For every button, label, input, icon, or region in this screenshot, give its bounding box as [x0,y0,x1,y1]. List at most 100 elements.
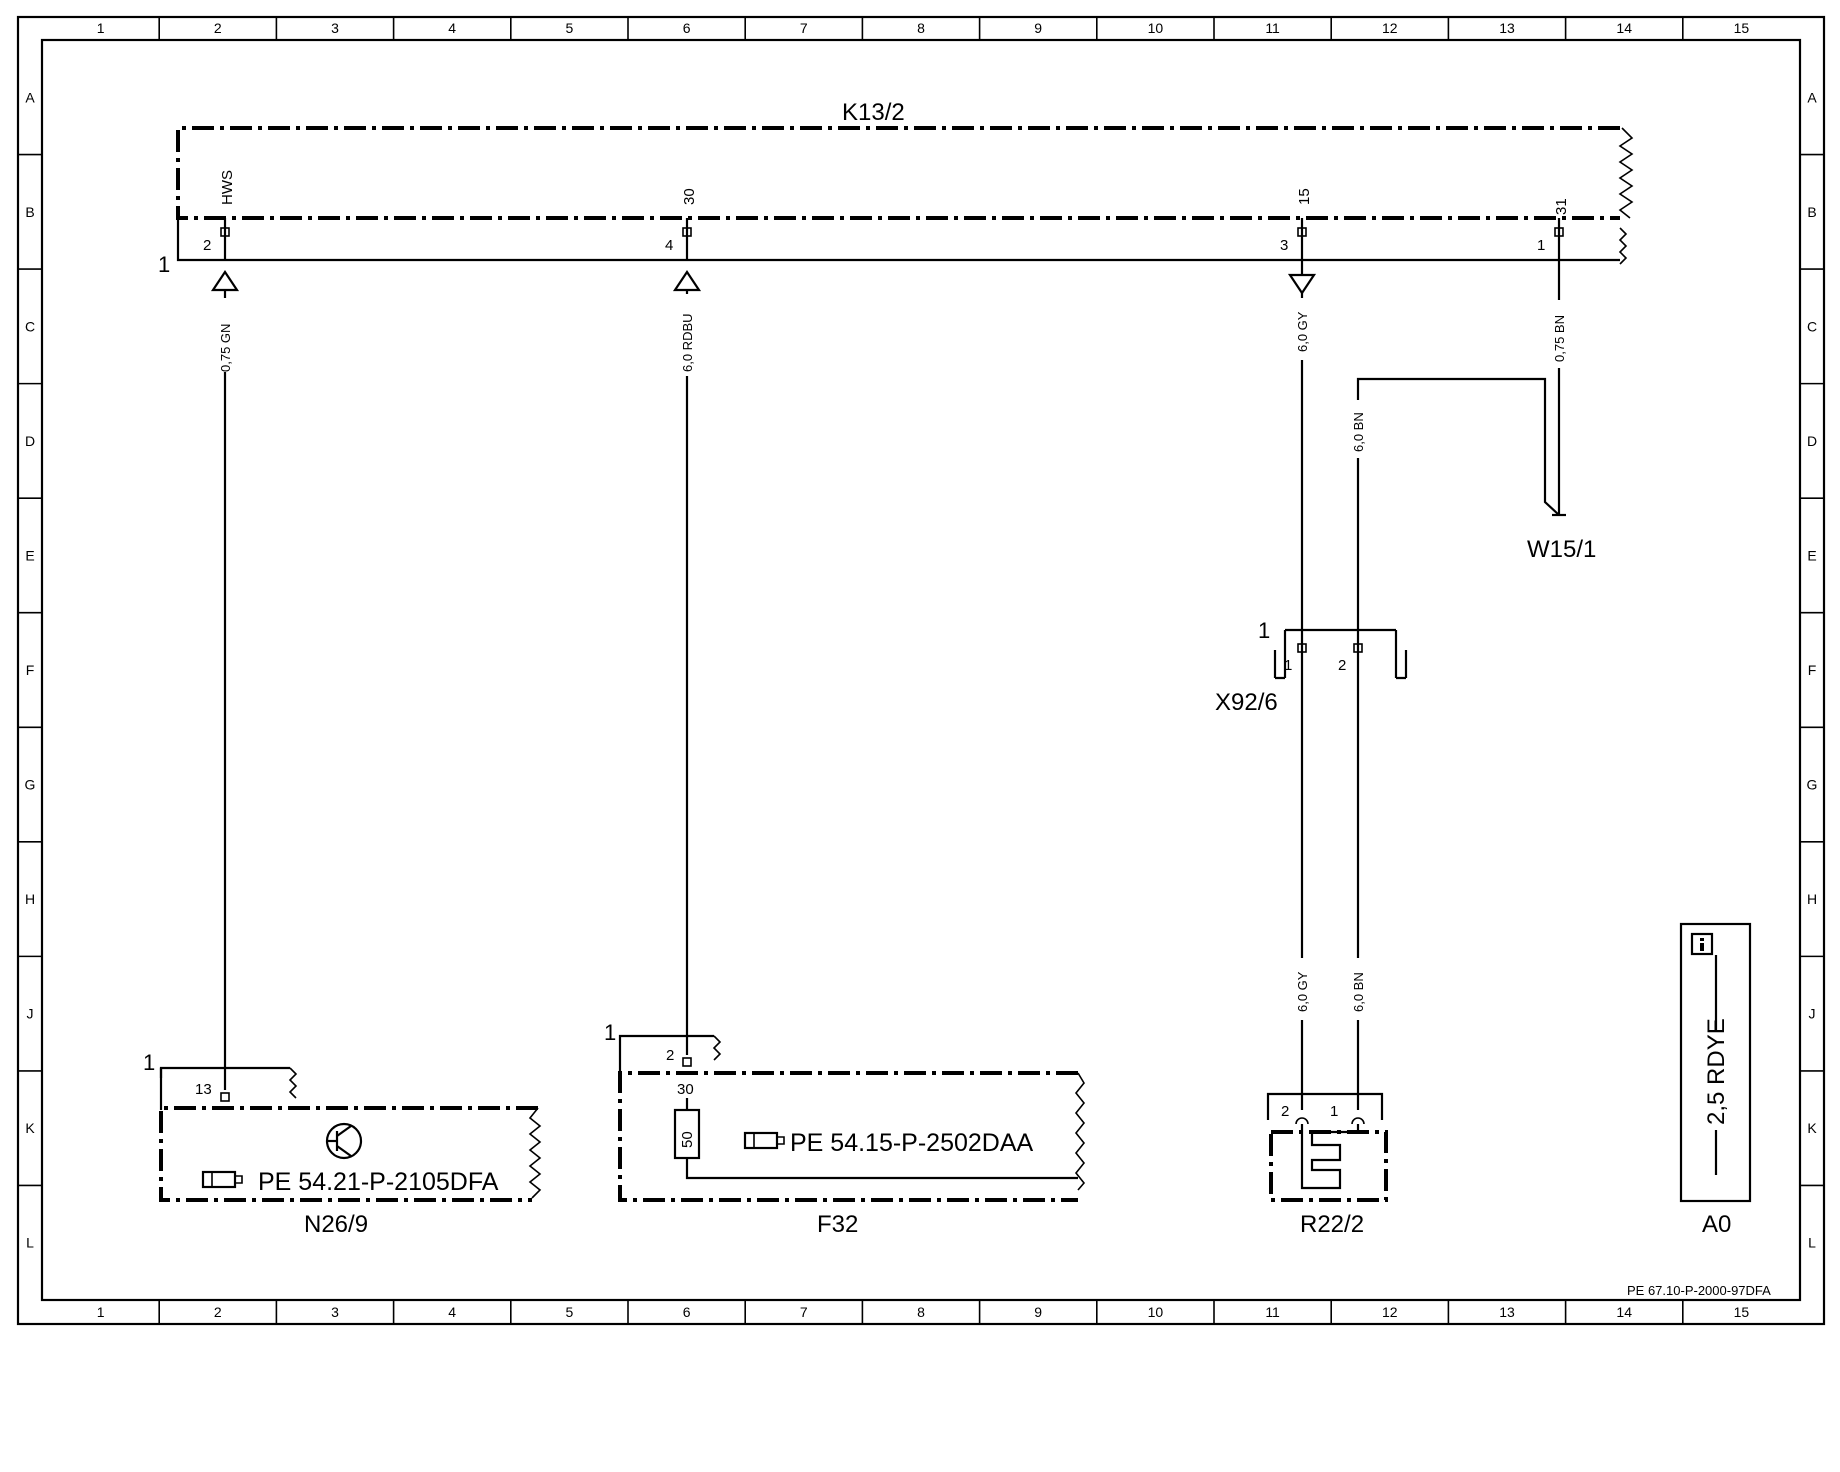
row-label: G [25,777,36,793]
column-label: 4 [448,20,456,36]
a0-label: A0 [1702,1211,1731,1238]
grid-ticks [18,17,1824,1324]
wire-label-hws: 0,75 GN [218,324,233,372]
row-label: B [25,204,34,220]
column-label: 3 [331,20,339,36]
column-label: 15 [1734,20,1750,36]
pointing-hand-icon [743,1131,785,1150]
column-label: 15 [1734,1304,1750,1320]
x92-6-connector-number: 1 [1258,618,1270,643]
arrow-down-icon [1287,273,1317,295]
row-label: G [1807,777,1818,793]
k13-2-label: K13/2 [842,99,905,126]
document-reference: PE 67.10-P-2000-97DFA [1627,1283,1771,1298]
column-label: 8 [917,1304,925,1320]
component-k13-2: K13/2 1 HWS 2 30 4 15 3 31 1 [158,99,1634,277]
column-label: 14 [1616,20,1632,36]
row-label: B [1807,204,1816,220]
wire-label-gy-lower: 6,0 GY [1295,971,1310,1012]
column-label: 6 [683,20,691,36]
k13-2-pin-number-2: 2 [203,237,211,254]
n26-9-connector-number: 1 [143,1050,155,1075]
k13-2-connector-number: 1 [158,252,170,277]
row-label: H [1807,891,1817,907]
r22-2-connector [1266,1092,1384,1120]
f32-pin-2: 2 [666,1047,674,1064]
f32-connector-line [618,1034,714,1072]
column-label: 1 [97,1304,105,1320]
n26-9-label: N26/9 [304,1211,368,1238]
column-label: 4 [448,1304,456,1320]
column-label: 14 [1616,1304,1632,1320]
a0-box [1679,922,1752,1203]
r22-2-outline [1269,1130,1388,1202]
r22-2-pin-2: 2 [1281,1103,1289,1120]
wire-label-30: 6,0 RDBU [680,313,695,372]
info-icon [1690,932,1714,956]
k13-2-terminal-30: 30 [681,188,698,205]
column-label: 7 [800,1304,808,1320]
outer-frame [16,15,1826,1326]
f32-break-edge [1074,1072,1086,1191]
k13-2-terminal-15: 15 [1296,188,1313,205]
column-label: 12 [1382,1304,1398,1320]
x92-6-pin-1: 1 [1284,657,1292,674]
r22-2-pin-1: 1 [1330,1103,1338,1120]
pointing-hand-icon [201,1170,243,1189]
k13-2-pin-number-4: 4 [665,237,673,254]
x92-6-connector [1273,628,1408,680]
heater-element-icon [1300,1124,1360,1190]
column-label: 7 [800,20,808,36]
row-label: E [1807,547,1816,563]
column-label: 8 [917,20,925,36]
f32-fuse-rating: 50 [679,1131,696,1148]
row-label: F [26,662,35,678]
row-label: A [1807,89,1817,105]
row-label: L [26,1235,34,1251]
wire-label-bn-lower: 6,0 BN [1351,972,1366,1012]
wire-bn: 6,0 BN 6,0 BN [1349,377,1560,1110]
column-label: 5 [566,20,574,36]
k13-2-pin-number-3: 3 [1280,237,1288,254]
inner-frame [40,38,1802,1302]
column-label: 11 [1265,20,1280,36]
row-label: H [25,891,35,907]
row-label: K [1807,1120,1817,1136]
f32-label: F32 [817,1211,858,1238]
k13-2-pin-31: 31 1 [1537,198,1570,260]
arrow-up-icon [672,270,702,292]
wire-15: 6,0 GY 6,0 GY [1287,260,1317,1110]
w15-1-label: W15/1 [1527,536,1596,563]
a0-wire-label: 2,5 RDYE [1703,1018,1730,1125]
n26-9-break-edge [528,1107,542,1199]
wire-label-31: 0,75 BN [1552,315,1567,362]
column-label: 13 [1499,20,1515,36]
transistor-icon [325,1122,363,1160]
k13-2-pin-number-1: 1 [1537,237,1545,254]
k13-2-connector-line [176,218,1620,262]
column-label: 12 [1382,20,1398,36]
k13-2-break-edge [1618,127,1634,219]
row-label: K [25,1120,35,1136]
f32-connector-number: 1 [604,1020,616,1045]
row-label: C [1807,318,1817,334]
column-label: 9 [1034,20,1042,36]
x92-6-label: X92/6 [1215,689,1278,716]
k13-2-terminal-31: 31 [1553,198,1570,215]
component-a0: 2,5 RDYE A0 [1679,922,1752,1238]
row-label: J [27,1006,34,1022]
k13-2-terminal-hws: HWS [219,170,236,205]
column-label: 2 [214,1304,222,1320]
column-label: 6 [683,1304,691,1320]
f32-reference: PE 54.15-P-2502DAA [790,1129,1034,1157]
row-label: F [1808,662,1817,678]
column-label: 3 [331,1304,339,1320]
row-label: A [25,89,35,105]
column-label: 2 [214,20,222,36]
row-label: J [1809,1006,1816,1022]
row-label: E [25,547,34,563]
